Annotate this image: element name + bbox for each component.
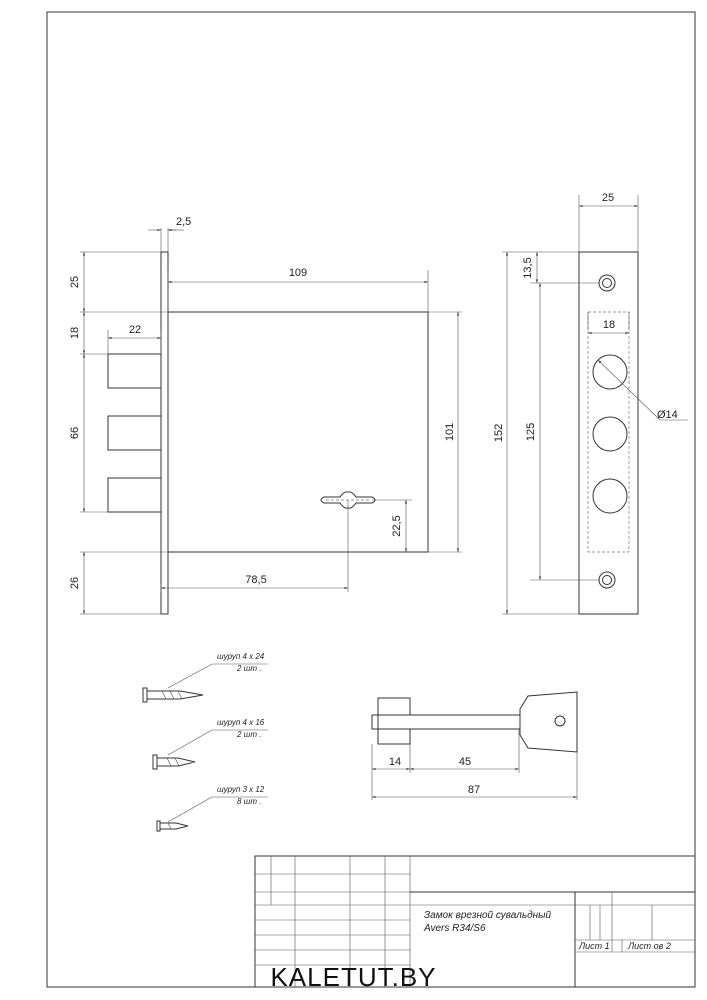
sheet-count: Лист ов 2 <box>627 941 671 951</box>
key-drawing <box>371 691 578 753</box>
side-extension-lines <box>502 195 639 615</box>
bolt-hole-3 <box>592 478 628 514</box>
key-handle <box>519 691 578 753</box>
drawing-title-line1: Замок врезной сувальдный <box>424 910 552 921</box>
screw-qty-2: 2 шт . <box>236 730 261 739</box>
dim-body-width: 109 <box>289 267 307 279</box>
key-dimension-lines <box>371 729 578 800</box>
screw-4x16 <box>152 729 268 770</box>
faceplate-side-view <box>578 251 639 615</box>
screw-label-3: шуруп 3 х 12 <box>217 785 265 794</box>
dim-bolt-length: 22 <box>129 324 141 336</box>
watermark: KALETUT.BY <box>270 962 437 992</box>
lock-front-view <box>107 251 429 615</box>
dim-body-height: 101 <box>444 423 456 441</box>
dim-key-shaft: 45 <box>459 756 471 768</box>
lock-body <box>167 311 429 553</box>
dim-bottom-offset: 26 <box>69 577 81 589</box>
side-dimension-lines <box>505 204 688 614</box>
dim-bolt-diameter: Ø14 <box>657 409 678 421</box>
dim-bolt-zone-width: 18 <box>603 319 615 331</box>
screw-label-1: шуруп 4 х 24 <box>217 652 265 661</box>
sheet-number: Лист 1 <box>578 941 610 951</box>
screw-qty-3: 8 шт . <box>237 797 261 806</box>
bolt-1 <box>107 353 162 389</box>
screw-4x24 <box>142 663 268 703</box>
screw-label-2: шуруп 4 х 16 <box>217 718 265 727</box>
key-handle-hole <box>554 715 566 727</box>
screw-qty-1: 2 шт . <box>236 664 261 673</box>
dim-top-gap: 18 <box>69 327 81 339</box>
dim-plate-thickness: 2,5 <box>176 216 191 228</box>
key-shaft <box>377 714 521 730</box>
bolt-hole-2 <box>592 416 628 452</box>
dim-bolt-span: 66 <box>69 427 81 439</box>
front-dimension-lines <box>82 228 460 614</box>
dim-keyhole-offset: 78,5 <box>245 574 266 586</box>
dim-faceplate-height: 152 <box>493 424 505 442</box>
screw-3x12 <box>156 796 268 832</box>
bolt-zone <box>587 311 630 553</box>
dim-key-total: 87 <box>468 784 480 796</box>
dim-faceplate-width: 25 <box>602 192 614 204</box>
dim-keyhole-height: 22,5 <box>391 515 403 536</box>
bolt-3 <box>107 477 162 513</box>
dim-key-bit: 14 <box>389 756 401 768</box>
bolt-2 <box>107 415 162 451</box>
front-extension-lines <box>80 228 462 615</box>
lock-faceplate <box>160 251 169 615</box>
drawing-title-line2: Avers R34/S6 <box>423 923 486 934</box>
dim-top-offset: 25 <box>69 276 81 288</box>
dim-hole-span: 125 <box>525 423 537 441</box>
dim-hole-offset: 13,5 <box>522 257 534 278</box>
title-block <box>254 855 696 988</box>
